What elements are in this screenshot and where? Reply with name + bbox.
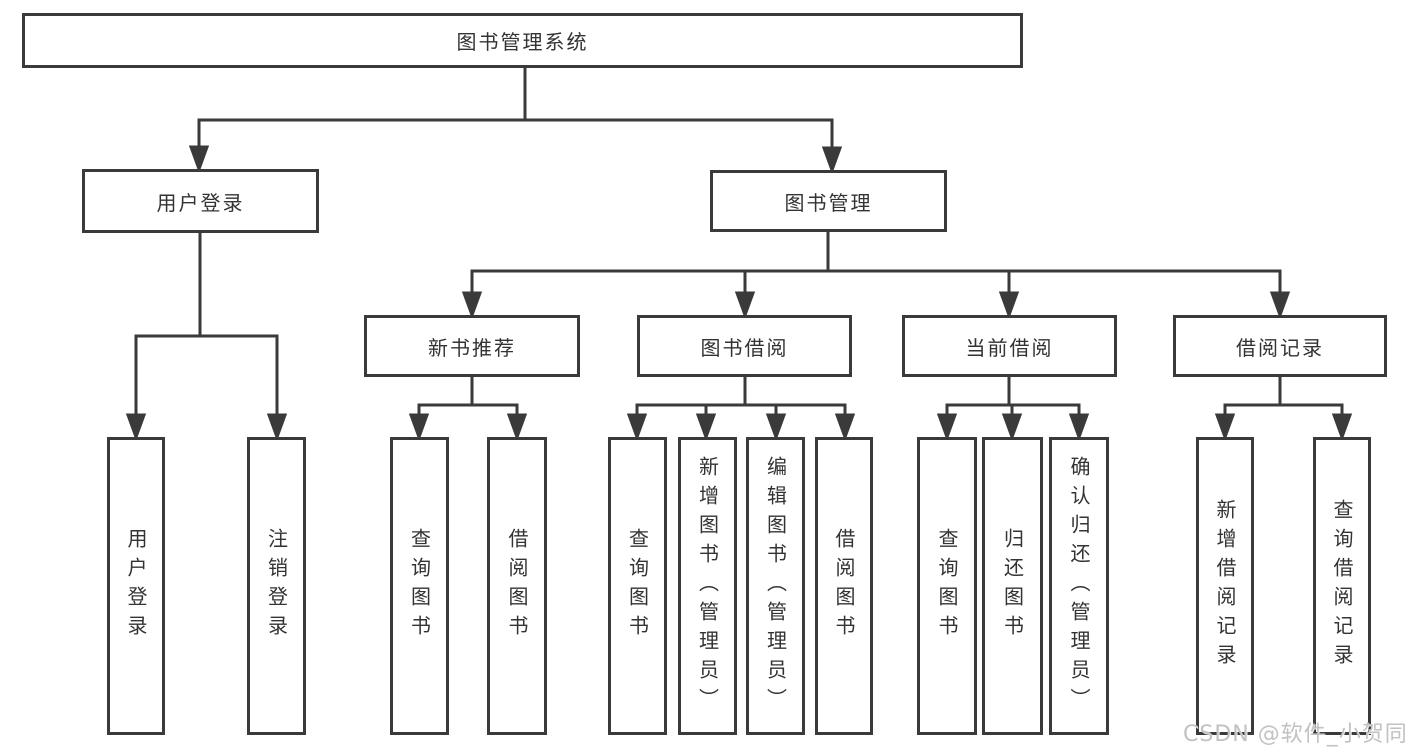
node-book-management-branch: 图书管理: [710, 170, 947, 232]
node-leaf-query-borrow-record: 查询借阅记录: [1313, 437, 1371, 735]
node-user-login-branch: 用户登录: [82, 169, 319, 233]
node-leaf-logout: 注销登录: [247, 437, 306, 735]
node-leaf-return-books: 归还图书: [982, 437, 1043, 735]
node-library-management-system: 图书管理系统: [22, 13, 1023, 68]
node-leaf-edit-books-admin: 编辑图书（管理员）: [746, 437, 805, 735]
node-leaf-query-books-borrowing: 查询图书: [608, 437, 667, 735]
node-leaf-user-login: 用户登录: [107, 437, 165, 735]
node-new-book-recommend: 新书推荐: [364, 315, 580, 377]
csdn-watermark: CSDN @软件_小贺同学: [1183, 722, 1405, 747]
node-leaf-add-books-admin: 新增图书（管理员）: [678, 437, 737, 735]
node-leaf-borrow-books: 借阅图书: [815, 437, 873, 735]
node-leaf-query-books-recommend: 查询图书: [390, 437, 449, 735]
node-current-borrowing: 当前借阅: [902, 315, 1117, 377]
node-leaf-query-books-current: 查询图书: [917, 437, 977, 735]
node-leaf-confirm-return-admin: 确认归还（管理员）: [1049, 437, 1109, 735]
node-book-borrowing: 图书借阅: [637, 315, 852, 377]
node-borrowing-records: 借阅记录: [1173, 315, 1387, 377]
node-leaf-add-borrow-record: 新增借阅记录: [1196, 437, 1254, 735]
node-leaf-borrow-books-recommend: 借阅图书: [487, 437, 547, 735]
